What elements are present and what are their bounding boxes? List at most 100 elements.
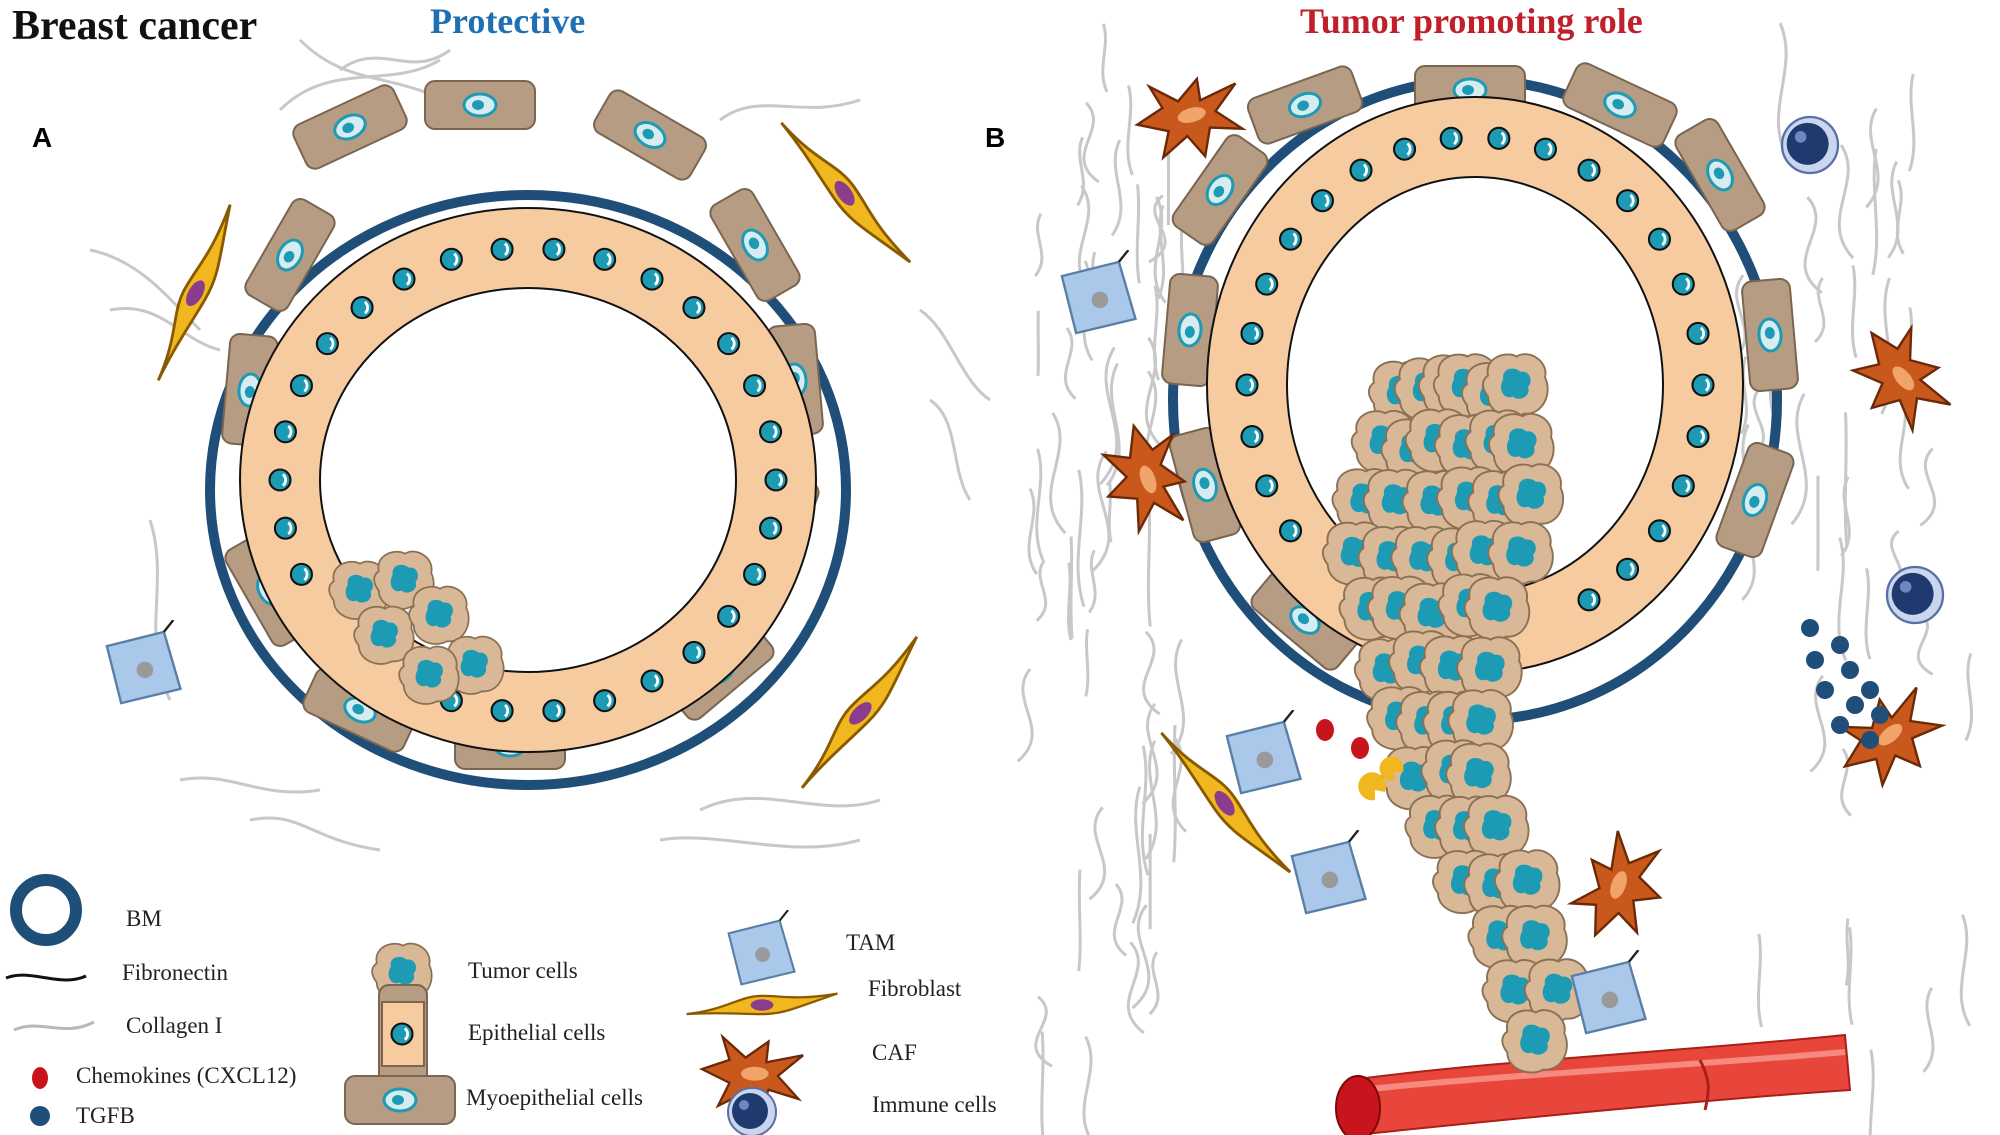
nucleus-icon: [315, 331, 340, 356]
collagen-fiber: [1152, 285, 1160, 381]
legend-bm-icon: [10, 874, 82, 946]
tumor-cell: [1463, 576, 1531, 641]
nucleus-icon: [490, 237, 514, 262]
panel-a-letter: A: [32, 122, 53, 153]
nucleus-icon: [1240, 424, 1264, 449]
collagen-fiber: [1843, 412, 1849, 545]
collagen-fiber: [1756, 933, 1763, 1028]
nucleus-icon: [289, 373, 314, 398]
nucleus-icon: [1691, 373, 1715, 397]
collagen-fiber: [1864, 567, 1872, 660]
collagen-fiber: [1077, 869, 1082, 972]
nucleus-icon: [273, 516, 298, 541]
collagen-fiber: [1082, 101, 1100, 184]
nucleus-icon: [1671, 272, 1696, 297]
collagen-fiber: [1035, 559, 1048, 622]
collagen-fiber: [1153, 196, 1167, 304]
legend-bm-label: BM: [126, 906, 162, 931]
collagen-fiber: [1919, 447, 1936, 527]
nucleus-icon: [742, 373, 767, 398]
legend-epithelial-label: Epithelial cells: [468, 1020, 606, 1045]
tumor-cell: [1493, 849, 1561, 914]
nucleus-icon: [439, 247, 464, 272]
collagen-fiber: [1837, 144, 1855, 260]
nucleus-icon: [640, 267, 664, 291]
legend-collagen-label: Collagen I: [126, 1013, 223, 1038]
collagen-fiber: [1887, 160, 1900, 259]
legend-collagen-icon: [13, 1020, 95, 1032]
tumor-cell: [1487, 521, 1554, 586]
nucleus-icon: [682, 640, 706, 665]
nucleus-icon: [592, 688, 617, 713]
nucleus-icon: [1349, 158, 1373, 183]
nucleus-icon: [392, 267, 416, 291]
collagen-fiber: [1033, 213, 1044, 278]
tumor-cell: [1497, 463, 1565, 528]
nucleus-icon: [1647, 227, 1672, 252]
collagen-fiber: [1027, 487, 1039, 576]
nucleus-icon: [1686, 424, 1710, 449]
chemokines-b: [1316, 719, 1404, 801]
nucleus-icon: [1671, 473, 1696, 498]
panel-a-title: Protective: [430, 1, 586, 41]
collagen-fiber: [1964, 653, 1974, 742]
nucleus-icon: [490, 698, 514, 723]
collagen-fiber: [1076, 469, 1086, 608]
nucleus-icon: [1439, 126, 1464, 151]
collagen-fiber: [1105, 362, 1121, 487]
nucleus-icon: [1686, 321, 1710, 346]
panel-b-title: Tumor promoting role: [1300, 1, 1643, 41]
nucleus-icon: [758, 419, 783, 444]
collagen-fiber: [1169, 638, 1186, 755]
collagen-fiber: [1959, 914, 1972, 1027]
nucleus-icon: [1533, 137, 1558, 162]
collagen-fiber: [1844, 918, 1850, 986]
collagen-fiber: [1144, 740, 1158, 860]
nucleus-icon: [742, 562, 767, 587]
collagen-fiber: [1067, 562, 1073, 641]
legend-caf-label: CAF: [872, 1040, 917, 1065]
tumor-cell: [1501, 904, 1568, 970]
collagen-fiber: [1090, 450, 1111, 573]
legend-tgfb-icon: [30, 1106, 50, 1126]
collagen-fiber: [1790, 393, 1808, 526]
nucleus-icon: [1235, 373, 1259, 397]
collagen-fiber: [1040, 1031, 1045, 1135]
nucleus-icon: [592, 247, 617, 272]
collagen-fiber: [1895, 179, 1905, 255]
legend-fibroblast-icon: [685, 992, 839, 1016]
collagen-fiber: [1063, 326, 1077, 400]
legend-chemokine-icon: [32, 1067, 48, 1089]
legend-fibronectin-icon: [5, 973, 87, 982]
blood-vessel: [1335, 1033, 1852, 1135]
collagen-fiber: [1171, 737, 1188, 833]
nucleus-icon: [1577, 587, 1601, 612]
nucleus-icon: [350, 295, 374, 320]
legend-tumor-label: Tumor cells: [468, 958, 578, 983]
collagen-fiber: [1850, 265, 1858, 359]
nucleus-icon: [1254, 473, 1279, 498]
legend-myoepithelial-label: Myoepithelial cells: [466, 1085, 643, 1110]
nucleus-icon: [716, 331, 741, 356]
collagen-fiber: [1082, 1035, 1093, 1135]
collagen-fiber: [1126, 85, 1134, 176]
collagen-fiber: [1803, 196, 1823, 295]
nucleus-icon: [1254, 272, 1279, 297]
collagen-fiber: [1101, 23, 1109, 93]
panel-b-letter: B: [985, 122, 1006, 153]
legend-myoepithelial-icon: [343, 1074, 457, 1126]
legend-tam-label: TAM: [846, 930, 896, 955]
nucleus-icon: [1577, 158, 1601, 183]
collagen-fiber: [1076, 136, 1085, 207]
legend-chemokines-label: Chemokines (CXCL12): [76, 1063, 297, 1088]
collagen-fiber: [1084, 628, 1090, 697]
collagen-fiber: [1922, 987, 1935, 1073]
nucleus-icon: [758, 516, 783, 541]
nucleus-icon: [1615, 188, 1640, 213]
collagen-fiber: [1112, 882, 1128, 957]
collagen-fiber: [1049, 412, 1067, 535]
collagen-fibers-a: [89, 38, 991, 852]
legend-immune-icon: [727, 1087, 777, 1135]
nucleus-icon: [716, 604, 741, 629]
collagen-fiber: [1871, 148, 1879, 276]
